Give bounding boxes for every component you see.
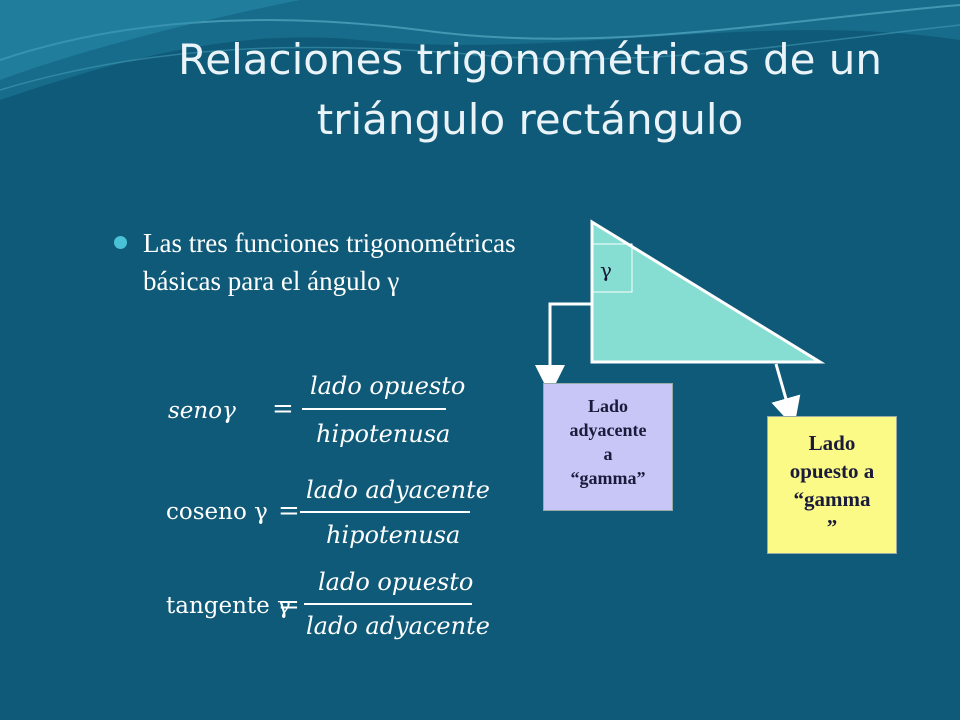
fraction-bar [304,603,472,605]
box-line: ” [826,515,838,539]
opposite-arrow [771,363,801,428]
angle-marker-box [591,243,633,293]
box-line: “gamma [793,487,871,511]
formula-numerator: lado adyacente [306,476,490,504]
fraction-bar [300,511,470,513]
background-waves [0,0,960,100]
adjacent-side-box: Lado adyacente a “gamma” [543,383,673,511]
formula-denominator: hipotenusa [316,420,451,448]
bullet-text: Las tres funciones trigonométricas básic… [143,228,516,296]
box-line: Lado [587,396,629,416]
formula-lhs: tangente γ [166,593,291,619]
box-line: opuesto a [789,459,875,483]
gamma-angle-label: γ [600,258,612,282]
adjacent-arrow [535,302,592,395]
box-line: a [603,444,613,464]
formula-denominator: hipotenusa [326,521,461,549]
formula-numerator: lado opuesto [318,568,474,596]
formula-lhs: senoγ [168,398,236,424]
equals-sign: = [272,394,294,424]
opposite-side-box: Lado opuesto a “gamma ” [767,416,897,554]
equals-sign: = [278,496,300,526]
box-line: “gamma” [570,468,646,488]
bullet-dot [114,236,127,249]
equals-sign: = [278,590,300,620]
formula-denominator: lado adyacente [306,612,490,640]
slide-title: Relaciones trigonométricas de un triángu… [177,35,883,144]
formula-numerator: lado opuesto [310,372,466,400]
formula-lhs: coseno γ [166,499,268,525]
box-line: adyacente [569,420,647,440]
box-line: Lado [808,431,856,455]
fraction-bar [302,408,446,410]
